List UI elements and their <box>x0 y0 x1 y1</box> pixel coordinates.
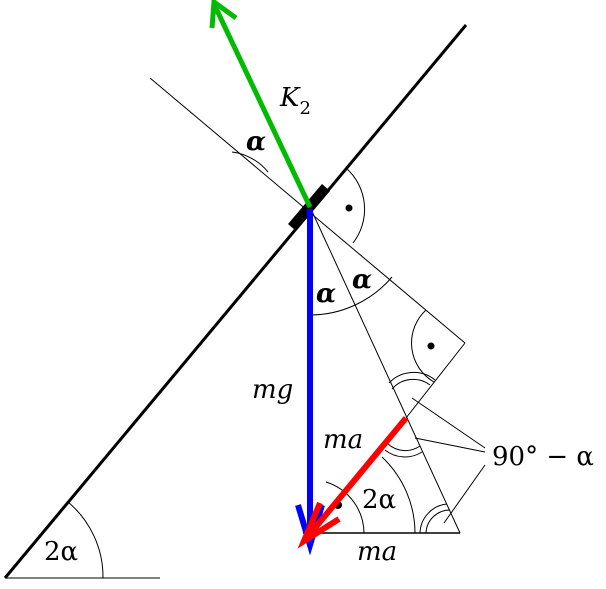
resultant-line <box>309 206 461 534</box>
reaction-force-arrow <box>211 2 313 209</box>
complement-arc-mid <box>384 443 423 458</box>
block <box>288 184 330 231</box>
right-angle-arc-corner <box>325 481 365 534</box>
inertial-force-label: ma <box>323 425 363 455</box>
alpha-label-left: α <box>316 279 336 309</box>
gravity-label: mg <box>252 375 293 405</box>
leader-line-3 <box>443 464 486 524</box>
reaction-force-label: K2 <box>279 83 311 119</box>
parallel-line <box>405 342 466 419</box>
reaction-arrowhead <box>209 0 238 29</box>
incline-line <box>3 24 468 579</box>
inertial-arrowhead <box>297 501 341 549</box>
alpha-arc-p <box>309 276 393 316</box>
reaction-force-subscript: 2 <box>299 98 310 119</box>
two-alpha-incline-label: 2α <box>44 537 78 567</box>
right-angle-dot-p <box>345 204 353 212</box>
leader-line-2 <box>414 437 486 453</box>
alpha-arc-top <box>231 151 269 173</box>
right-angle-dot-apex <box>427 342 435 350</box>
two-alpha-triangle-label: 2α <box>362 485 396 515</box>
right-angle-arc-p <box>345 167 366 244</box>
complement-arc-corner <box>419 503 451 534</box>
complement-arc-top <box>388 371 436 390</box>
inertial-base-label: ma <box>357 537 397 567</box>
alpha-label-right: α <box>352 265 372 295</box>
leader-line-1 <box>411 397 486 449</box>
gravity-arrowhead <box>295 504 325 556</box>
alpha-label-top: α <box>246 127 266 157</box>
two-alpha-arc <box>381 456 416 534</box>
right-angle-arc-apex <box>411 309 435 383</box>
complement-angle-label: 90° − α <box>492 442 594 472</box>
incline-angle-arc <box>67 501 104 579</box>
inertial-force-arrow <box>302 416 409 542</box>
